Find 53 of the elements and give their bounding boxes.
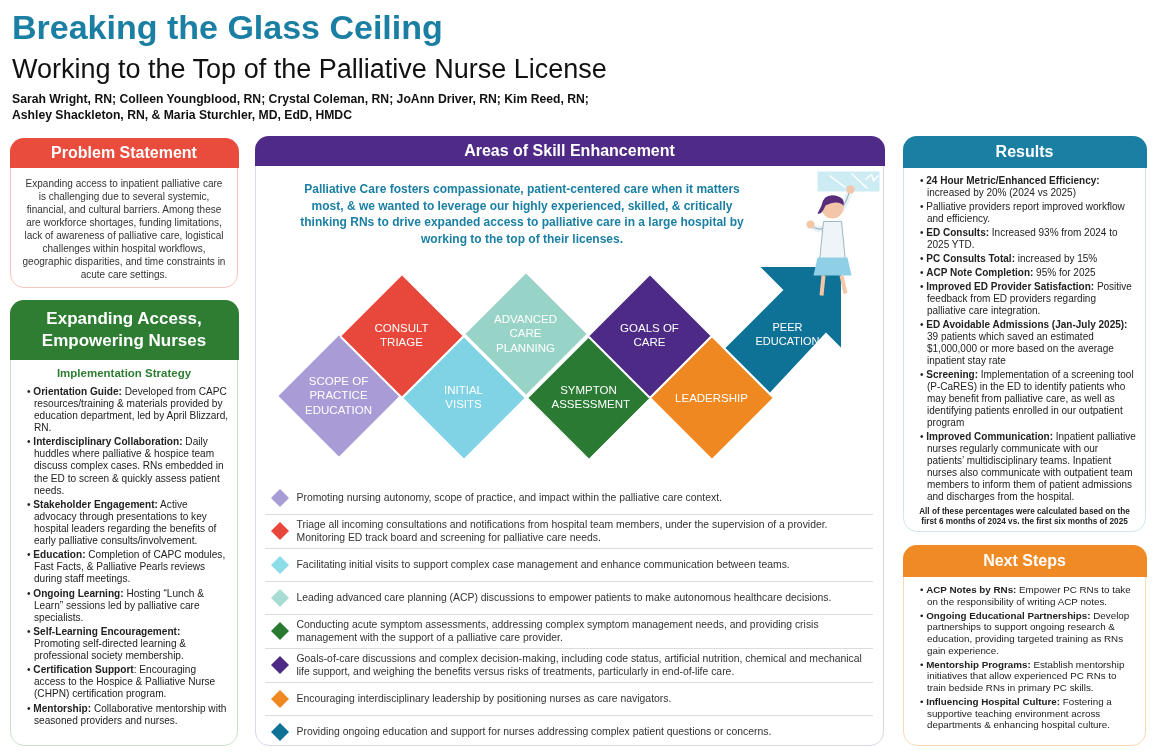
author-list: Sarah Wright, RN; Colleen Youngblood, RN; Crystal Coleman, RN; JoAnn Driver, RN; Kim Reed, RN; Ashley Shackleton, RN, & Maria Sturchler, MD, EdD, HMDC [12, 92, 612, 124]
diamond-label: CONSULT TRIAGE [373, 320, 430, 351]
bullet-item: • ACP Notes by RNs: Empower PC RNs to take on the responsibility of writing ACP notes. [920, 584, 1132, 608]
bullet-item: • Improved Communication: Inpatient palliative nurses regularly communicate with our patients’ multidisciplinary teams. Inpatient nurses also communicate with outpatient team members to inform them of patient admissions and discharges from the hospital. [920, 431, 1137, 503]
bullet-item: • ACP Note Completion: 95% for 2025 [920, 267, 1097, 279]
bullet-item: • Influencing Hospital Culture: Fostering a supportive teaching environment across departments & enhancing hospital culture. [920, 695, 1113, 731]
bullet-item: • Improved ED Provider Satisfaction: Positive feedback from ED providers regarding palliative care integration. [920, 281, 1133, 317]
problem-paragraph: Expanding access to inpatient palliative care is challenging due to several systemic, financial, and cultural barriers. Among these are workforce shortages, funding limitations, lack of awareness of palliative care, logistical challenges within hospital workflows, geographic disparities, and time constraints in acute care settings. [21, 177, 227, 281]
bullet-item: • 24 Hour Metric/Enhanced Efficiency: increased by 20% (2024 vs 2025) [920, 175, 1101, 199]
diamond-label: LEADERSHIP [674, 390, 749, 405]
panel-heading: Expanding Access, Empowering Nurses [9, 299, 239, 360]
step-label: PEER EDUCATION [754, 319, 821, 349]
panel-heading: Results [902, 135, 1147, 168]
legend-text: Triage all incoming consultations and notifications from hospital team members, under the supervision of a provider. Monitoring ED track board and screening for palliative care needs. [296, 517, 829, 545]
diamond-label: SCOPE OF PRACTICE EDUCATION [304, 373, 373, 418]
bullet-item: • PC Consults Total: increased by 15% [920, 253, 1099, 265]
panel-card [10, 138, 238, 288]
bullet-item: • Interdisciplinary Collaboration: Daily huddles where palliative & hospice team discuss complex cases. RNs embedded in the ED to screen & quickly assess patient needs. [27, 436, 225, 497]
panel-heading: Next Steps [902, 544, 1147, 577]
poster-title: Breaking the Glass Ceiling [12, 8, 443, 47]
bullet-item: • Screening: Implementation of a screening tool (P-CaRES) in the ED to identify patients who may benefit from palliative care, as well as identifying patients enrolled in our outpatient program [920, 369, 1135, 429]
panel-heading: Problem Statement [9, 137, 239, 168]
footnote: All of these percentages were calculated based on the first 6 months of 2024 vs. the first six months of 2025 [918, 507, 1131, 528]
bullet-item: • Ongoing Learning: Hosting “Lunch & Learn” sessions led by palliative care specialists. [27, 587, 205, 624]
legend-text: Facilitating initial visits to support complex case management and enhance communication between teams. [296, 557, 790, 572]
bullet-item: • ED Avoidable Admissions (Jan-July 2025): 39 patients which saved an estimated $1,000,000 or more based on the average inpatient stay rate [920, 319, 1129, 367]
section-subheading: Implementation Strategy [55, 367, 193, 381]
panel-card [903, 545, 1146, 746]
diamond-label: ADVANCED CARE PLANNING [492, 311, 559, 356]
bullet-item: • ED Consults: Increased 93% from 2024 to 2025 YTD. [920, 227, 1119, 251]
legend-text: Leading advanced care planning (ACP) discussions to empower patients to make autonomous healthcare decisions. [296, 590, 832, 605]
panel-card [10, 300, 238, 746]
intro-paragraph: Palliative Care fosters compassionate, patient-centered care when it matters most, & we wanted to leverage our highly experienced, skilled, & critically thinking RNs to drive expanded access to palliative care in a large hospital by working to the top of their licenses. [299, 181, 745, 248]
bullet-item: • Palliative providers report improved workflow and efficiency. [920, 201, 1126, 225]
panel-card [903, 136, 1146, 532]
legend-text: Conducting acute symptom assessments, addressing complex symptom management needs, and providing crisis management with the support of a palliative care provider. [296, 617, 820, 645]
bullet-item: • Education: Completion of CAPC modules, Fast Facts, & Palliative Pearls reviews during staff meetings. [27, 549, 227, 586]
legend-text: Promoting nursing autonomy, scope of practice, and impact within the palliative care context. [296, 490, 722, 505]
legend-text: Encouraging interdisciplinary leadership by positioning nurses as care navigators. [296, 691, 672, 706]
bullet-item: • Ongoing Educational Partnerships: Develop partnerships to support ongoing research & education, providing targeted training as RNs gain experience. [920, 609, 1131, 657]
panel-heading: Areas of Skill Enhancement [254, 135, 885, 166]
bullet-item: • Self-Learning Encouragement: Promoting self-directed learning & professional society membership. [27, 625, 188, 663]
diamond-label: GOALS OF CARE [619, 320, 680, 351]
bullet-item: • Certification Support: Encouraging access to the Hospice & Palliative Nurse (CHPN) certification program. [27, 664, 217, 701]
diamond-label: INITIAL VISITS [443, 382, 484, 413]
legend-text: Goals-of-care discussions and complex decision-making, including code status, artificial nutrition, chemical and mechanical life support, and weighing the benefits versus risks of treatments, particularly in end-of-life care. [296, 651, 863, 679]
poster-subtitle: Working to the Top of the Palliative Nurse License [12, 53, 608, 86]
bullet-item: • Stakeholder Engagement: Active advocacy through presentations to key hospital leaders regarding the benefits of early palliative consults/involvement. [27, 498, 218, 548]
bullet-item: • Mentorship Programs: Establish mentorship initiatives that allow experienced PC RNs to train bedside RNs in primary PC skills. [920, 658, 1126, 694]
legend-text: Providing ongoing education and support for nurses addressing complex patient questions or concerns. [296, 724, 772, 739]
bullet-item: • Mentorship: Collaborative mentorship with seasoned providers and nurses. [27, 702, 228, 727]
panel-card [255, 136, 884, 746]
bullet-item: • Orientation Guide: Developed from CAPC resources/training & materials provided by education department, led by April Blizzard, RN. [27, 385, 229, 435]
